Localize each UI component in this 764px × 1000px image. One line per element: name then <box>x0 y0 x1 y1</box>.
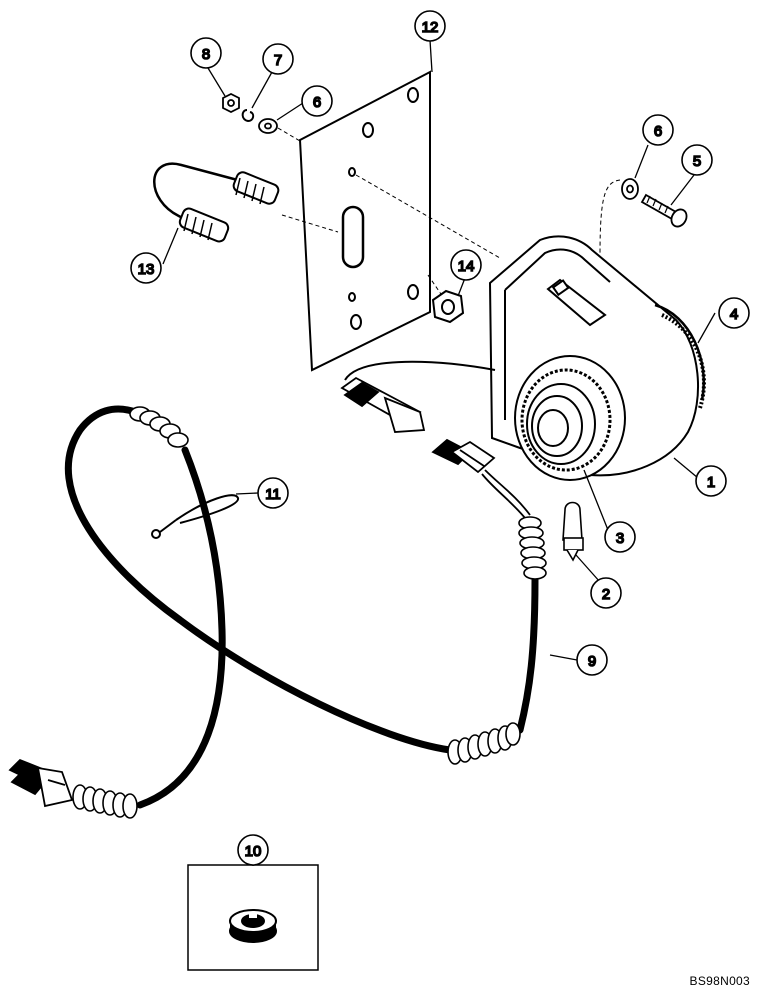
hardware-nut-8 <box>222 92 240 114</box>
callout-3: 3 <box>604 521 636 553</box>
callout-11: 11 <box>257 477 289 509</box>
callout-2: 2 <box>590 577 622 609</box>
hardware-washer-6-left <box>258 118 278 134</box>
callout-4: 4 <box>718 297 750 329</box>
lamp-lead-wire <box>344 360 496 381</box>
svg-text:4: 4 <box>730 306 738 323</box>
svg-text:6: 6 <box>313 94 321 111</box>
harness-connector-upper <box>431 438 496 474</box>
svg-text:13: 13 <box>138 261 155 278</box>
svg-text:8: 8 <box>202 46 210 63</box>
bulb <box>562 501 584 562</box>
grommet-inset <box>187 864 319 971</box>
svg-text:6: 6 <box>654 123 662 140</box>
nut <box>431 289 465 324</box>
svg-text:7: 7 <box>274 52 282 69</box>
callout-12: 12 <box>414 10 446 42</box>
hardware-lockwasher-7 <box>241 109 255 123</box>
svg-text:9: 9 <box>588 653 596 670</box>
lamp-lens <box>514 355 626 481</box>
callouts: 1 2 3 4 5 6 6 7 8 9 10 11 12 13 14 <box>130 10 750 866</box>
callout-6-left: 6 <box>301 85 333 117</box>
cable-tie <box>151 494 239 539</box>
cable-coils <box>72 406 547 819</box>
callout-13: 13 <box>130 252 162 284</box>
screw <box>640 193 688 228</box>
harness-wire-leads <box>481 469 531 519</box>
svg-text:14: 14 <box>458 258 475 275</box>
svg-text:1: 1 <box>707 474 715 491</box>
harness-connector-lower <box>8 758 74 808</box>
mounting-plate <box>298 70 431 372</box>
svg-text:5: 5 <box>693 153 701 170</box>
svg-text:2: 2 <box>602 586 610 603</box>
callout-7: 7 <box>262 43 294 75</box>
lamp-connector <box>340 376 426 433</box>
svg-text:12: 12 <box>422 19 439 36</box>
u-bolt <box>153 162 280 243</box>
assembly-lines <box>277 127 621 301</box>
leader-lines <box>162 39 716 866</box>
callout-9: 9 <box>576 644 608 676</box>
callout-5: 5 <box>681 144 713 176</box>
callout-1: 1 <box>695 465 727 497</box>
callout-8: 8 <box>190 37 222 69</box>
callout-14: 14 <box>450 249 482 281</box>
callout-10: 10 <box>237 834 269 866</box>
hardware-washer-6-right <box>621 178 639 200</box>
svg-text:3: 3 <box>616 530 624 547</box>
callout-6-right: 6 <box>642 114 674 146</box>
drawing-code: BS98N003 <box>689 974 750 988</box>
svg-text:11: 11 <box>265 486 281 503</box>
svg-text:10: 10 <box>245 843 262 860</box>
